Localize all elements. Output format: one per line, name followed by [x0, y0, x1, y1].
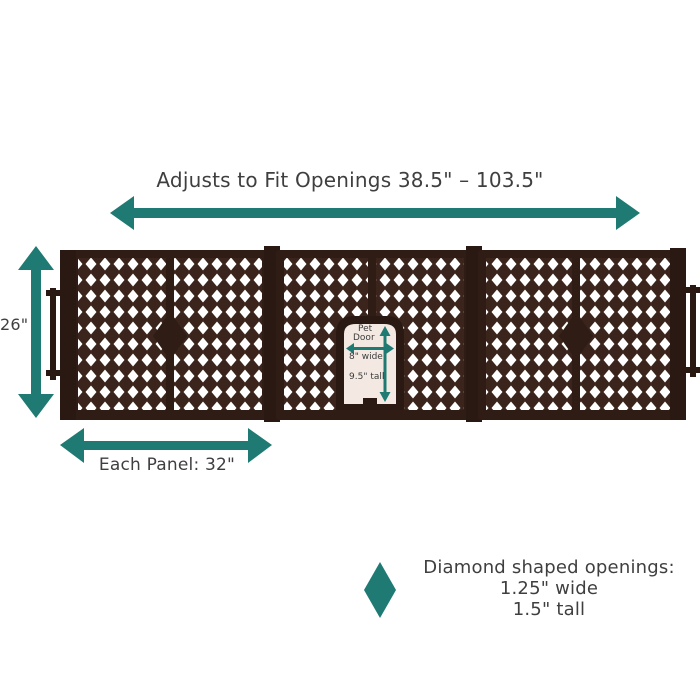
diamond-caption-line-1: Diamond shaped openings: [423, 557, 675, 578]
range-arrow [110, 196, 640, 230]
opening-range-label: Adjusts to Fit Openings 38.5" – 103.5" [156, 168, 544, 192]
pet-door-height-arrow [379, 326, 391, 402]
diamond-icon [364, 562, 396, 618]
diamond-caption-line-2: 1.25" wide [499, 578, 599, 599]
pet-door-width-arrow [346, 343, 394, 354]
pet-door-height-label: 9.5" tall [349, 372, 385, 382]
pet-door-label-1: Pet [358, 324, 373, 334]
left-wall-bracket [46, 288, 60, 380]
pet-door-label-2: Door [353, 333, 375, 343]
height-arrow [18, 246, 54, 418]
pet-door-width-label: 8" wide [349, 352, 383, 362]
gate-panel-3 [478, 248, 686, 420]
panel-width-arrow [60, 428, 272, 463]
gate [46, 246, 700, 422]
panel-width-label: Each Panel: 32" [98, 455, 236, 475]
right-wall-bracket [686, 285, 700, 377]
gate-panel-1 [60, 250, 270, 420]
diamond-opening-caption: Diamond shaped openings: 1.25" wide 1.5"… [404, 557, 694, 620]
pet-door [336, 316, 404, 410]
diamond-caption-line-3: 1.5" tall [512, 599, 586, 620]
height-label: 26" [0, 315, 29, 334]
